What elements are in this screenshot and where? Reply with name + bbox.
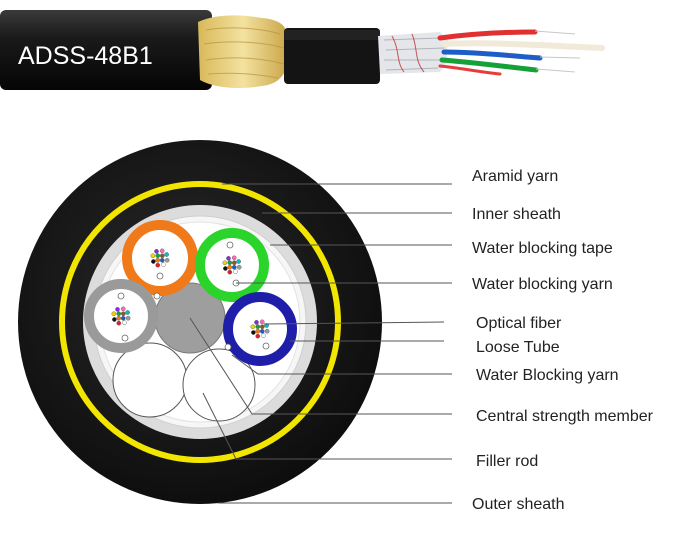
optical-fiber-dot bbox=[255, 328, 261, 334]
optical-fiber-dot bbox=[255, 324, 261, 330]
optical-fiber-dot bbox=[155, 253, 161, 258]
optical-fiber-dot bbox=[161, 262, 166, 267]
water-tape-photo bbox=[378, 32, 448, 74]
optical-fiber-dot bbox=[233, 269, 238, 274]
label-water-blocking-tape: Water blocking tape bbox=[472, 240, 613, 257]
label-outer-sheath: Outer sheath bbox=[472, 496, 565, 513]
label-filler-rod: Filler rod bbox=[476, 453, 538, 470]
label-aramid-yarn: Aramid yarn bbox=[472, 168, 558, 185]
cable-photo: ADSS-48B1 bbox=[0, 10, 605, 90]
optical-fiber-dot bbox=[164, 257, 170, 263]
optical-fiber-dot bbox=[116, 315, 121, 321]
optical-fiber-dot bbox=[154, 249, 159, 254]
optical-fiber-dot bbox=[255, 333, 261, 339]
optical-fiber-dot bbox=[231, 255, 237, 261]
optical-fiber-dot bbox=[112, 317, 117, 322]
optical-fiber-dot bbox=[264, 328, 270, 334]
optical-fiber-dot bbox=[155, 257, 160, 263]
optical-fiber-dot bbox=[259, 319, 265, 325]
optical-fiber-dot bbox=[125, 310, 130, 315]
aramid-yarn-bundle bbox=[198, 15, 289, 89]
callout-labels: Aramid yarn Inner sheath Water blocking … bbox=[472, 168, 654, 513]
optical-fiber-dot bbox=[223, 266, 228, 271]
label-water-blocking-yarn-outer: Water blocking yarn bbox=[472, 276, 613, 293]
optical-fiber-dot bbox=[222, 260, 228, 266]
optical-fiber-dot bbox=[164, 252, 169, 257]
optical-fiber-dot bbox=[236, 259, 241, 264]
optical-fiber-dot bbox=[116, 320, 122, 326]
loose-tube-gray bbox=[84, 279, 158, 353]
loose-tubes-photo bbox=[437, 29, 605, 76]
leader-filler-rod bbox=[202, 392, 452, 460]
optical-fiber-dot bbox=[115, 307, 120, 312]
optical-fiber-dot bbox=[231, 264, 237, 270]
optical-fiber-dot bbox=[236, 264, 242, 270]
optical-fiber-dot bbox=[151, 259, 156, 264]
cross-section bbox=[18, 140, 382, 504]
leader-water-blocking-yarn-inner bbox=[231, 354, 452, 375]
optical-fiber-dot bbox=[150, 253, 156, 259]
optical-fiber-dot bbox=[120, 315, 126, 321]
optical-fiber-dot bbox=[231, 260, 237, 266]
label-inner-sheath: Inner sheath bbox=[472, 206, 561, 223]
optical-fiber-dot bbox=[159, 253, 165, 259]
label-loose-tube: Loose Tube bbox=[476, 339, 560, 356]
optical-fiber-dot bbox=[125, 315, 131, 321]
optical-fiber-dot bbox=[250, 324, 256, 330]
loose-tube-orange bbox=[122, 220, 198, 296]
optical-fiber-dot bbox=[111, 311, 117, 317]
optical-fiber-dot bbox=[261, 333, 266, 338]
loose-tube-green bbox=[195, 228, 269, 302]
leader-optical-fiber bbox=[263, 321, 445, 325]
optical-fiber-dot bbox=[155, 262, 161, 268]
optical-fiber-dot bbox=[227, 264, 232, 270]
optical-fiber-dot bbox=[259, 328, 265, 334]
optical-fiber-dot bbox=[227, 260, 233, 266]
optical-fiber-dot bbox=[120, 306, 126, 312]
filler-rod-right bbox=[182, 348, 256, 422]
leader-lines bbox=[189, 183, 452, 504]
optical-fiber-dot bbox=[227, 269, 233, 275]
optical-fiber-dot bbox=[226, 256, 231, 261]
leader-central-strength-member bbox=[189, 317, 452, 415]
optical-fiber-dot bbox=[159, 257, 165, 263]
cable-jacket bbox=[0, 10, 212, 90]
inner-sheath-photo bbox=[284, 28, 380, 84]
optical-fiber-dot bbox=[251, 330, 256, 335]
label-water-blocking-yarn-inner: Water Blocking yarn bbox=[476, 367, 619, 384]
optical-fiber-dot bbox=[116, 311, 122, 317]
loose-tube-blue bbox=[223, 292, 297, 366]
optical-fiber-dot bbox=[122, 320, 127, 325]
optical-fiber-dot bbox=[259, 324, 265, 330]
aramid-yarn-ring bbox=[59, 181, 341, 463]
label-central-strength-member: Central strength member bbox=[476, 408, 654, 425]
optical-fiber-dot bbox=[121, 311, 126, 317]
optical-fiber-bundles bbox=[111, 248, 270, 339]
water-blocking-yarn-dots bbox=[117, 241, 270, 351]
filler-rod-left bbox=[112, 342, 188, 418]
optical-fiber-dot bbox=[254, 320, 259, 325]
label-optical-fiber: Optical fiber bbox=[476, 315, 562, 332]
cable-model-label: ADSS-48B1 bbox=[18, 42, 153, 70]
optical-fiber-dot bbox=[159, 248, 165, 254]
